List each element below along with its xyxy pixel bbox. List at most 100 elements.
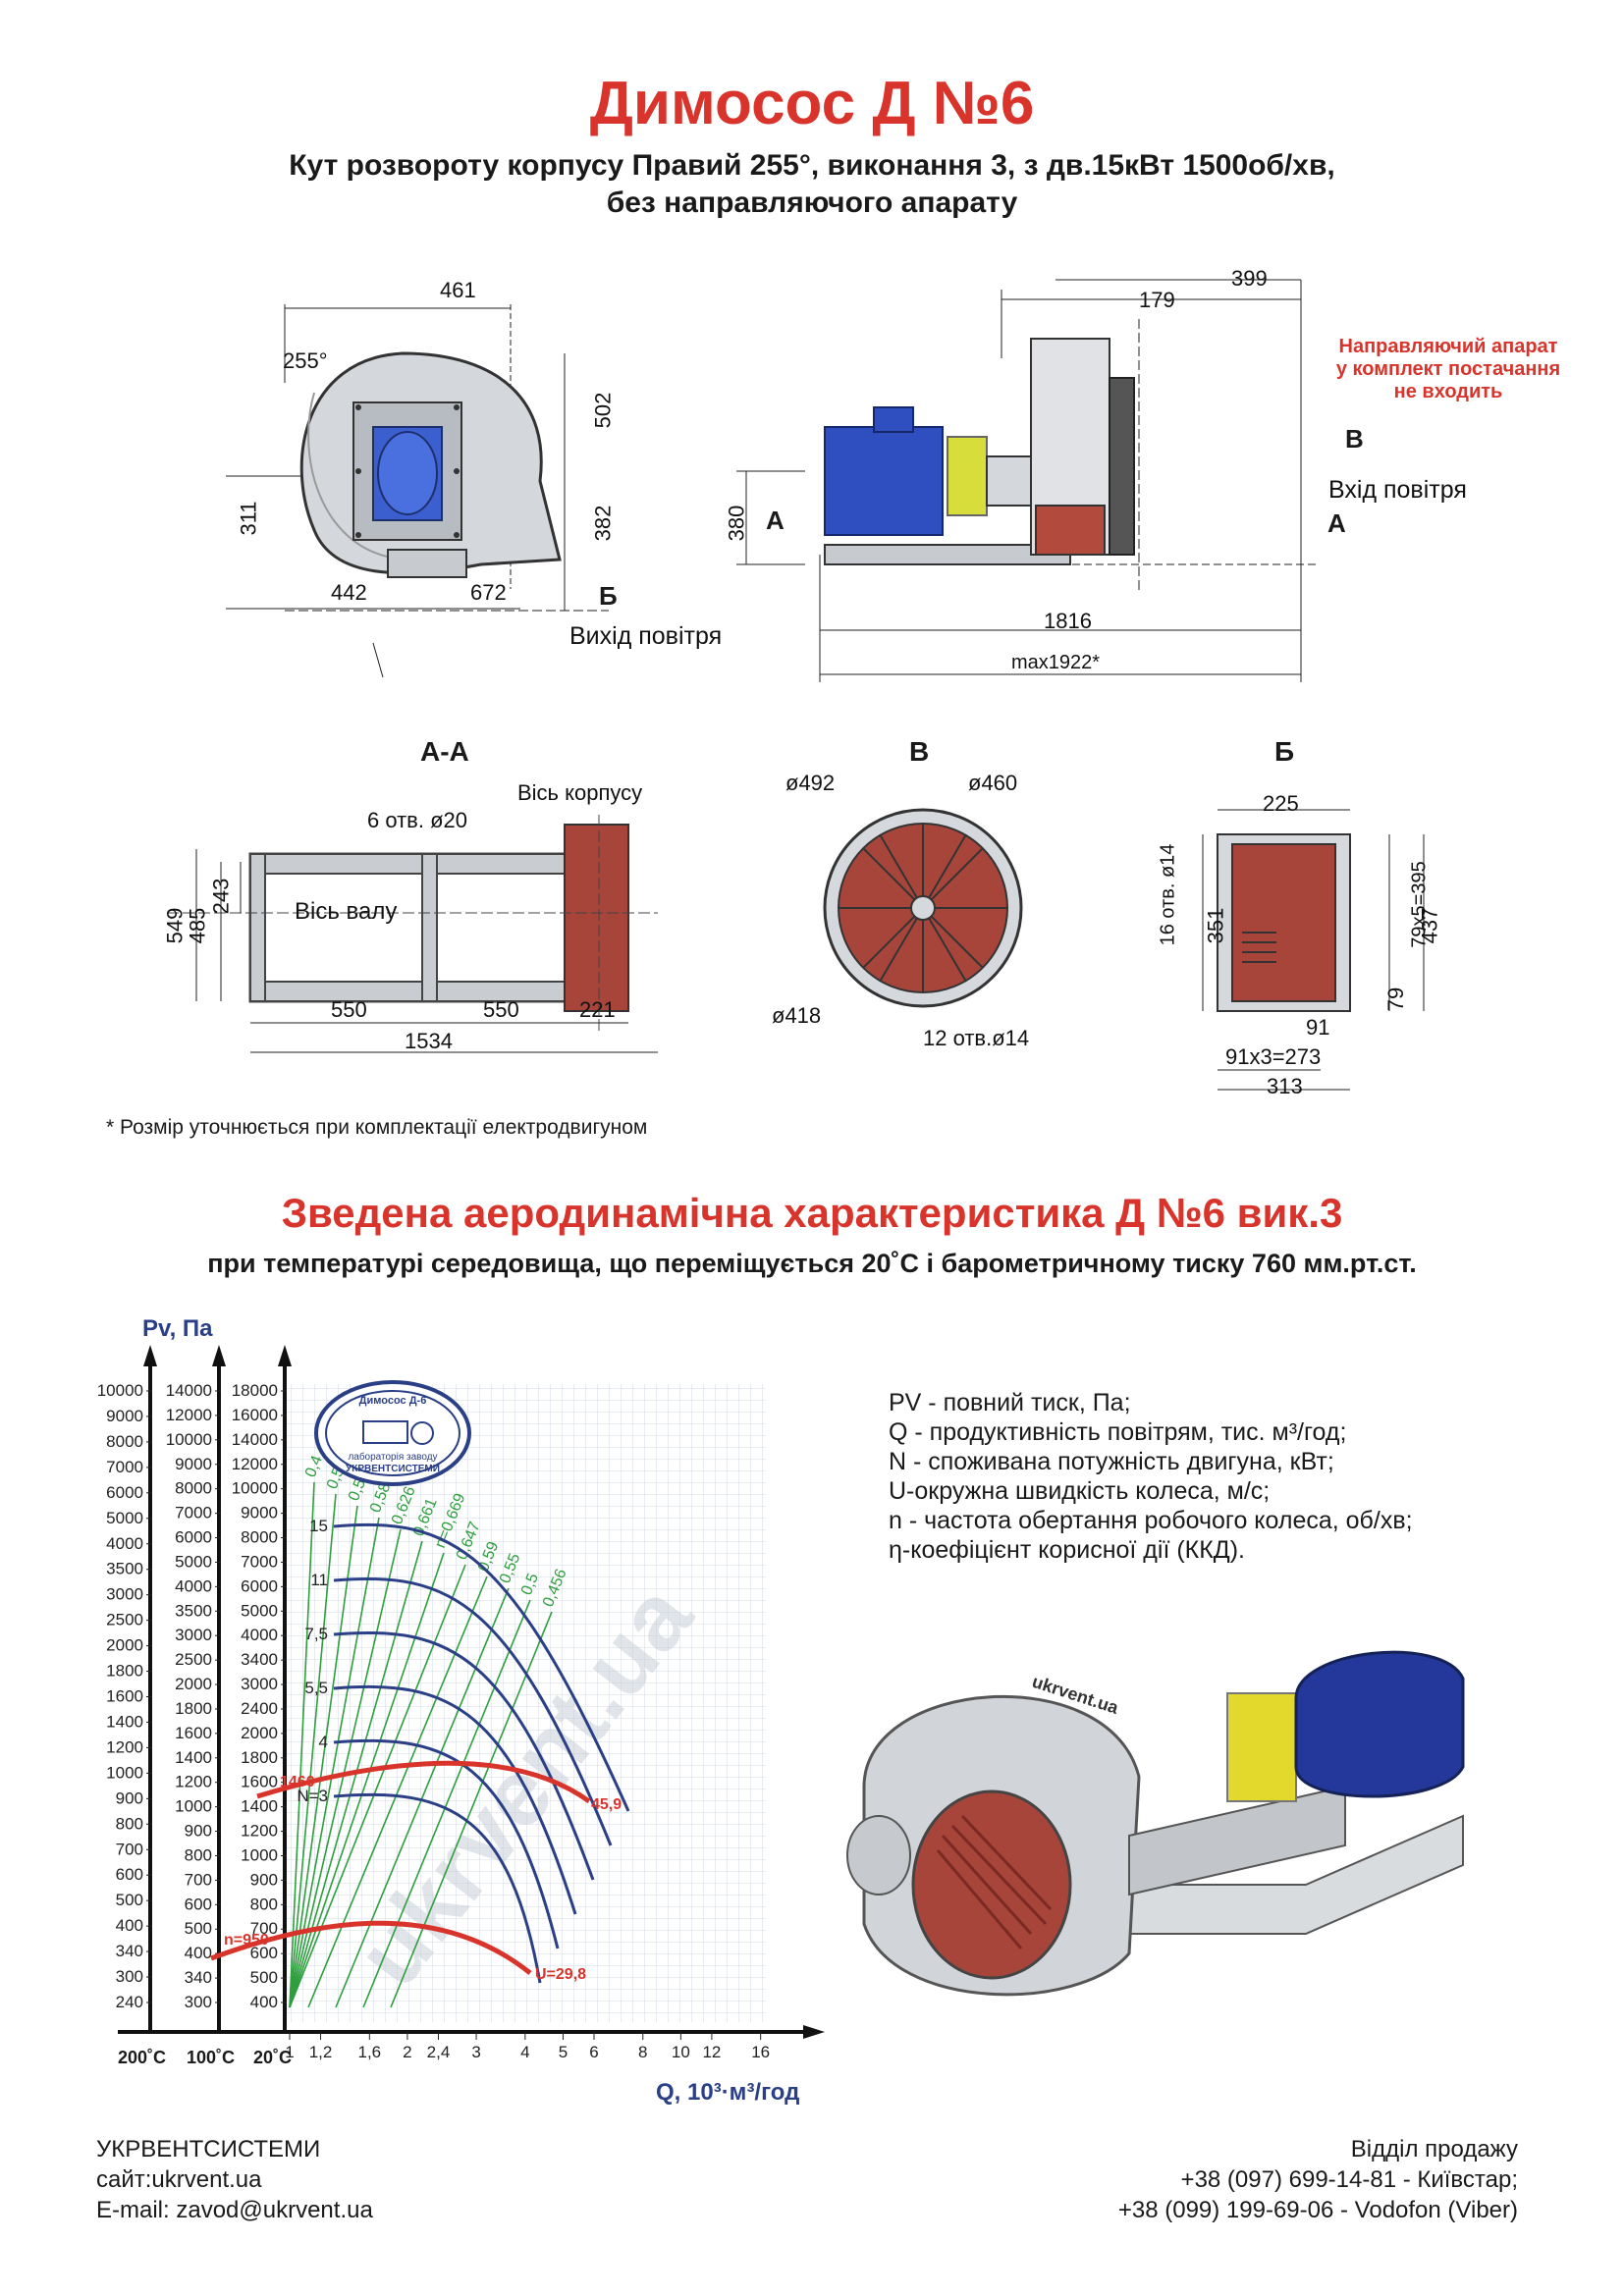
footer-site[interactable]: сайт:ukrvent.ua	[96, 2166, 262, 2193]
y200-tick-1000: 1000	[106, 1763, 143, 1782]
y100-tick-340: 340	[185, 1968, 212, 1987]
footer-email[interactable]: E-mail: zavod@ukrvent.ua	[96, 2197, 373, 2223]
aero-chart: ukrvent.ua 10000900080007000600050004000…	[97, 1345, 825, 2061]
y200-tick-700: 700	[116, 1840, 143, 1858]
dim-672: 672	[470, 580, 507, 605]
footer-company: УКРВЕНТСИСТЕМИ	[96, 2136, 321, 2163]
stamp-line2: лабораторія заводу	[348, 1451, 437, 1463]
dim-461: 461	[440, 278, 476, 302]
y100-tick-10000: 10000	[166, 1430, 212, 1449]
y20-tick-8000: 8000	[241, 1528, 278, 1547]
aa-1534: 1534	[405, 1029, 453, 1053]
efficiency-line-6	[289, 1552, 445, 2008]
y20-tick-14000: 14000	[232, 1430, 278, 1449]
legend-n: N - споживана потужність двигуна, кВт;	[889, 1448, 1334, 1475]
y200-tick-3500: 3500	[106, 1560, 143, 1578]
speed-curve-0	[256, 1760, 591, 1804]
y-axis-title: Pv, Па	[142, 1315, 213, 1342]
y100-tick-5000: 5000	[175, 1552, 212, 1571]
y100-tick-8000: 8000	[175, 1479, 212, 1498]
legend: PV - повний тиск, Па; Q - продуктивність…	[889, 1388, 1413, 1565]
axis-100c-arrow	[212, 1345, 226, 1366]
y20-tick-9000: 9000	[241, 1504, 278, 1522]
x-tick-6: 6	[589, 2043, 598, 2061]
y20-tick-10000: 10000	[232, 1479, 278, 1498]
y20-tick-2000: 2000	[241, 1724, 278, 1742]
aa-221: 221	[579, 997, 616, 1022]
y100-tick-14000: 14000	[166, 1381, 212, 1400]
legend-eta: η-коефіцієнт корисної дії (ККД).	[889, 1536, 1245, 1564]
dim-max1922: max1922*	[1011, 652, 1101, 673]
characteristic-subtitle: при температурі середовища, що переміщує…	[207, 1249, 1417, 1278]
y100-tick-4000: 4000	[175, 1576, 212, 1595]
y100-tick-2500: 2500	[175, 1650, 212, 1669]
y20-tick-6000: 6000	[241, 1576, 278, 1595]
y100-tick-800: 800	[185, 1845, 212, 1864]
y100-tick-1000: 1000	[175, 1797, 212, 1816]
power-curve-1	[333, 1738, 560, 1949]
power-label-4: 11	[310, 1571, 328, 1589]
b-351: 351	[1203, 907, 1228, 944]
red-note-line3: не входить	[1393, 381, 1503, 402]
marker-a-right: А	[1327, 508, 1346, 538]
power-label-1: 4	[319, 1733, 328, 1751]
y200-tick-5000: 5000	[106, 1509, 143, 1527]
marker-b-front: Б	[599, 581, 618, 611]
x-tick-12: 12	[702, 2043, 721, 2061]
fan-3d-illustration: ukrvent.ua	[846, 1650, 1465, 1997]
v-492: ø492	[785, 771, 836, 795]
y-ticks-200c: 1000090008000700060005000400035003000250…	[97, 1381, 152, 2011]
b-79: 79	[1383, 987, 1409, 1012]
y20-tick-700: 700	[250, 1919, 278, 1938]
axis-200c-arrow	[143, 1345, 157, 1366]
stamp-line1: Димосос Д-6	[359, 1395, 427, 1407]
y100-tick-1400: 1400	[175, 1748, 212, 1767]
b-holes: 16 отв. ø14	[1157, 843, 1179, 946]
temp-label-100: 100˚С	[187, 2048, 236, 2067]
power-curve-4	[333, 1576, 613, 1846]
lab-stamp: Димосос Д-6 лабораторія заводу УКРВЕНТСИ…	[314, 1380, 471, 1486]
dim-1816: 1816	[1044, 609, 1092, 633]
x-tick-2: 2	[403, 2043, 411, 2061]
x-tick-1,6: 1,6	[357, 2043, 381, 2061]
y200-tick-9000: 9000	[106, 1407, 143, 1425]
footer-phone1[interactable]: +38 (097) 699-14-81 - Київстар;	[1180, 2166, 1518, 2193]
dim-255-deg: 255°	[283, 348, 328, 373]
dim-502: 502	[590, 392, 616, 429]
page-title: Димосос Д №6	[589, 70, 1035, 137]
b-313: 313	[1267, 1074, 1303, 1098]
y200-tick-600: 600	[116, 1865, 143, 1884]
section-v-drawing	[823, 808, 1023, 1008]
outlet-label: Вихід повітря	[569, 622, 723, 650]
x-tick-10: 10	[672, 2043, 690, 2061]
speed-label-1: n=950	[224, 1932, 269, 1949]
y100-tick-400: 400	[185, 1944, 212, 1962]
efficiency-line-2	[289, 1505, 358, 2008]
x-tick-5: 5	[559, 2043, 568, 2061]
y100-tick-600: 600	[185, 1895, 212, 1913]
y100-tick-12000: 12000	[166, 1406, 212, 1424]
footnote: * Розмір уточнюється при комплектації ел…	[106, 1116, 648, 1139]
y20-tick-500: 500	[250, 1968, 278, 1987]
y20-tick-400: 400	[250, 1993, 278, 2011]
page-subtitle-line1: Кут розвороту корпусу Правий 255°, викон…	[289, 149, 1335, 182]
b-225: 225	[1263, 791, 1299, 816]
footer-phone2[interactable]: +38 (099) 199-69-06 - Vodofon (Viber)	[1117, 2197, 1518, 2223]
y20-tick-16000: 16000	[232, 1406, 278, 1424]
axis-20c-arrow	[278, 1345, 292, 1366]
y100-tick-900: 900	[185, 1822, 212, 1841]
y-ticks-100c: 1400012000100009000800070006000500040003…	[166, 1381, 221, 2011]
power-curve-0	[333, 1792, 542, 1984]
velocity-label-1: U=29,8	[535, 1966, 586, 1983]
y200-tick-1400: 1400	[106, 1712, 143, 1731]
y200-tick-900: 900	[116, 1789, 143, 1807]
power-curve-2	[333, 1684, 577, 1915]
marker-v: В	[1345, 424, 1364, 454]
y200-tick-300: 300	[116, 1967, 143, 1986]
y20-tick-3000: 3000	[241, 1675, 278, 1693]
y100-tick-9000: 9000	[175, 1455, 212, 1473]
section-v-title: В	[909, 736, 930, 767]
y20-tick-1200: 1200	[241, 1822, 278, 1841]
